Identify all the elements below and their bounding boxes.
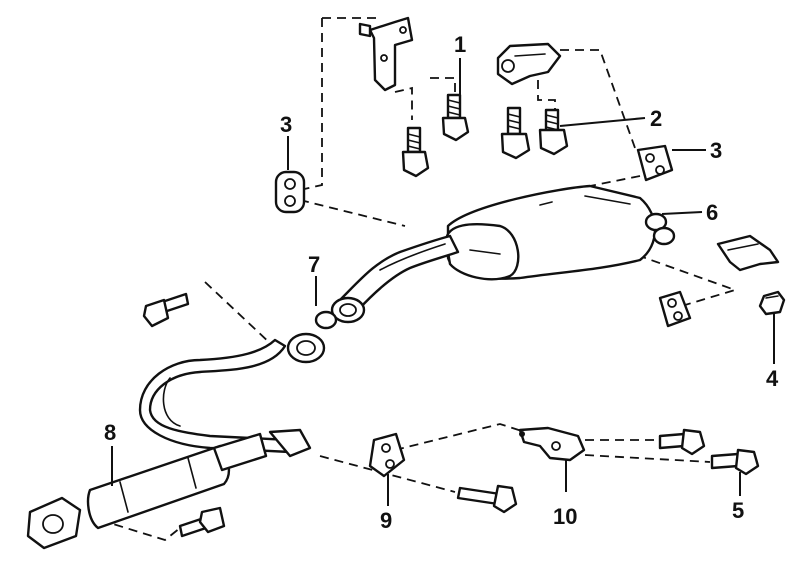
bolt-front-pipe [142, 292, 190, 328]
bolt-catalyst [178, 506, 226, 538]
callout-9: 9 [380, 508, 392, 533]
gasket-7 [314, 310, 338, 330]
leader-lines [111, 58, 775, 506]
bolt-1-left [401, 126, 430, 178]
rubber-hanger-9 [368, 432, 406, 478]
bolt-9 [456, 484, 518, 514]
rubber-hanger-right [636, 144, 674, 182]
bolt-2-left [500, 106, 531, 160]
catalytic-converter [86, 432, 268, 530]
callout-2: 2 [650, 106, 662, 131]
callout-8: 8 [104, 420, 116, 445]
intermediate-pipe [338, 234, 460, 312]
front-pipe [138, 338, 312, 458]
callout-6: 6 [706, 200, 718, 225]
bolt-5 [710, 448, 760, 476]
callout-7: 7 [308, 252, 320, 277]
rubber-hanger-left [274, 170, 306, 214]
bolt-10 [658, 428, 706, 456]
callout-5: 5 [732, 498, 744, 523]
inlet-flange [26, 496, 82, 550]
rear-bracket [716, 234, 780, 272]
callout-10: 10 [553, 504, 577, 529]
mounting-bracket-10 [518, 426, 586, 462]
nut-4 [758, 290, 786, 316]
bolt-2-right [538, 108, 569, 156]
pipe-flange-7 [330, 296, 366, 324]
rear-muffler [444, 184, 676, 281]
bolt-1-right [441, 93, 470, 142]
rubber-hanger-lower-right [658, 290, 692, 328]
upper-right-hanger-bracket [496, 42, 562, 86]
callout-1: 1 [454, 32, 466, 57]
upper-hanger-bracket [358, 16, 414, 92]
callout-labels: 1 2 3 3 6 7 4 8 9 10 5 [104, 32, 779, 533]
callout-3-right: 3 [710, 138, 722, 163]
front-flange [286, 332, 326, 364]
callout-3-left: 3 [280, 112, 292, 137]
callout-4: 4 [766, 366, 779, 391]
